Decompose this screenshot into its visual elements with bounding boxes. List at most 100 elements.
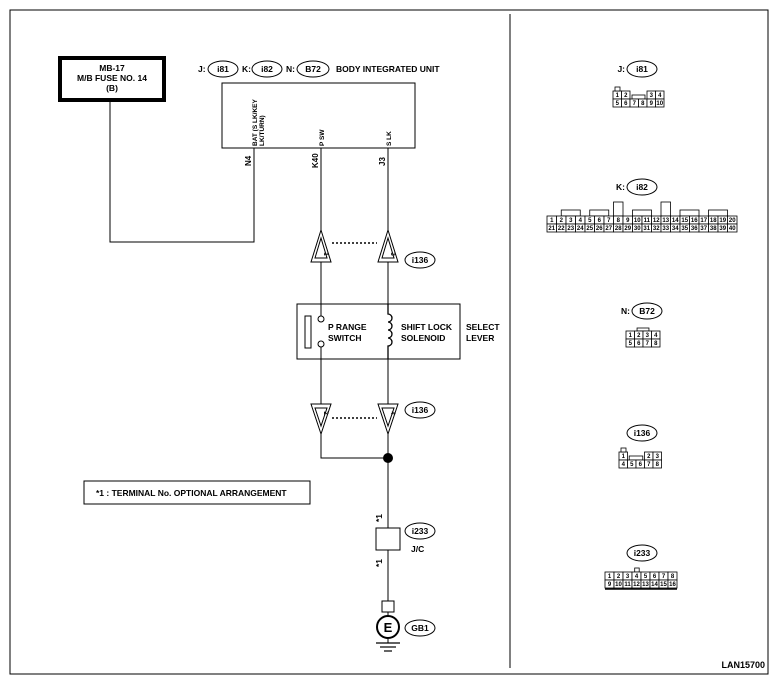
connector-label: i233 xyxy=(634,548,651,558)
pin-number: 15 xyxy=(660,582,667,588)
pin-number: 7 xyxy=(647,462,651,468)
jc-mark-top: *1 xyxy=(374,514,384,522)
i136-bottom-label: i136 xyxy=(412,405,429,415)
pin-number: 18 xyxy=(710,218,717,224)
switch-contact-bottom xyxy=(317,340,325,348)
connector-label: i82 xyxy=(636,182,648,192)
pin-number: 23 xyxy=(567,226,574,232)
diagram-id: LAN15700 xyxy=(721,660,765,670)
conn-bubble-b72 xyxy=(296,60,330,78)
pin-number: 29 xyxy=(624,226,631,232)
fuse-box[interactable]: MB-17 M/B FUSE NO. 14 (B) xyxy=(58,56,166,102)
bcm-title: BODY INTEGRATED UNIT xyxy=(336,64,440,74)
joint-connector-i233[interactable]: *1 *1 i233 J/C xyxy=(374,514,436,567)
pin-number: 3 xyxy=(656,454,660,460)
pin-number: 8 xyxy=(617,218,621,224)
fuse-line1: MB-17 xyxy=(99,63,125,73)
pin-number: 2 xyxy=(560,218,564,224)
jc-mark-bottom: *1 xyxy=(374,559,384,567)
pin-number: 4 xyxy=(579,218,583,224)
pin-number: 1 xyxy=(616,93,620,99)
pin-number: 3 xyxy=(626,574,630,580)
pin-cell xyxy=(651,338,661,348)
pin-number: 24 xyxy=(577,226,584,232)
pin-number: 2 xyxy=(637,333,641,339)
pin-number: 6 xyxy=(639,462,643,468)
wire-psw-to-splice xyxy=(320,434,388,459)
pin-number: 5 xyxy=(588,218,592,224)
connector-bubble xyxy=(626,178,658,196)
connector-prefix: N: xyxy=(621,306,630,316)
pin-number: 16 xyxy=(669,582,676,588)
ground-label: GB1 xyxy=(411,623,429,633)
ground-symbol: E xyxy=(384,620,393,635)
conn-bubble-i82 xyxy=(251,60,283,78)
pin-number: 2 xyxy=(647,454,651,460)
pin-number: 3 xyxy=(646,333,650,339)
pin-number: 20 xyxy=(729,218,736,224)
pin-cell xyxy=(667,579,678,589)
pin-j3: J3 xyxy=(378,157,387,166)
pin-number: 8 xyxy=(641,101,645,107)
select-lever-label1: SELECT xyxy=(466,322,500,332)
pin-cell xyxy=(652,459,662,469)
connector-prefix: J: xyxy=(617,64,625,74)
pin-number: 14 xyxy=(651,582,658,588)
select-lever-box[interactable]: P RANGE SWITCH SHIFT LOCK SOLENOID xyxy=(296,303,461,360)
pin-number: 3 xyxy=(650,93,654,99)
pin-number: 1 xyxy=(550,218,554,224)
bcm-header: J: i81 K: i82 N: B72 BODY INTEGRATED UNI… xyxy=(198,60,440,78)
i136-top-pin-right: 3 xyxy=(389,252,395,256)
pin-number: 11 xyxy=(624,582,631,588)
bcm-n-conn: B72 xyxy=(305,64,321,74)
wire-fuse-to-bcm xyxy=(109,100,255,243)
pin-number: 25 xyxy=(586,226,593,232)
bcm-pin-label-bat: BAT (S LK/KEY xyxy=(252,99,259,146)
fuse-line2: M/B FUSE NO. 14 xyxy=(77,73,147,83)
pin-number: 15 xyxy=(681,218,688,224)
pin-number: 9 xyxy=(626,218,630,224)
bcm-box[interactable] xyxy=(221,82,416,149)
pin-number: 10 xyxy=(634,218,641,224)
pin-cell xyxy=(727,223,738,233)
switch-actuator xyxy=(304,315,312,349)
connector-i136-bottom[interactable]: 2 4 i136 xyxy=(310,401,436,436)
terminal-note-box: *1 : TERMINAL No. OPTIONAL ARRANGEMENT xyxy=(83,480,311,505)
pin-number: 22 xyxy=(558,226,565,232)
ground-gb1[interactable]: E GB1 xyxy=(376,600,436,652)
i136-bottom-pin-left: 2 xyxy=(322,411,328,415)
connector-label: i81 xyxy=(636,64,648,74)
bcm-pin-label-bat2: LK/TURN) xyxy=(259,115,266,146)
connector-i136-top[interactable]: 1 3 i136 xyxy=(310,228,436,269)
pin-number: 2 xyxy=(624,93,628,99)
pin-number: 6 xyxy=(624,101,628,107)
pin-number: 16 xyxy=(691,218,698,224)
pin-number: 12 xyxy=(653,218,660,224)
pin-number: 8 xyxy=(656,462,660,468)
solenoid-coil-icon xyxy=(387,304,393,359)
jc-label: i233 xyxy=(412,526,429,536)
bcm-k-conn: i82 xyxy=(261,64,273,74)
pin-number: 4 xyxy=(635,574,639,580)
pin-number: 35 xyxy=(681,226,688,232)
connector-label: B72 xyxy=(639,306,655,316)
pin-number: 36 xyxy=(691,226,698,232)
pin-number: 33 xyxy=(662,226,669,232)
pin-number: 31 xyxy=(643,226,650,232)
fuse-line3: (B) xyxy=(106,83,118,93)
pin-number: 9 xyxy=(650,101,654,107)
pin-number: 8 xyxy=(654,341,658,347)
pin-number: 1 xyxy=(608,574,612,580)
pin-number: 12 xyxy=(633,582,640,588)
pin-number: 32 xyxy=(653,226,660,232)
pin-number: 3 xyxy=(569,218,573,224)
p-range-label1: P RANGE xyxy=(328,322,367,332)
pin-number: 17 xyxy=(700,218,707,224)
